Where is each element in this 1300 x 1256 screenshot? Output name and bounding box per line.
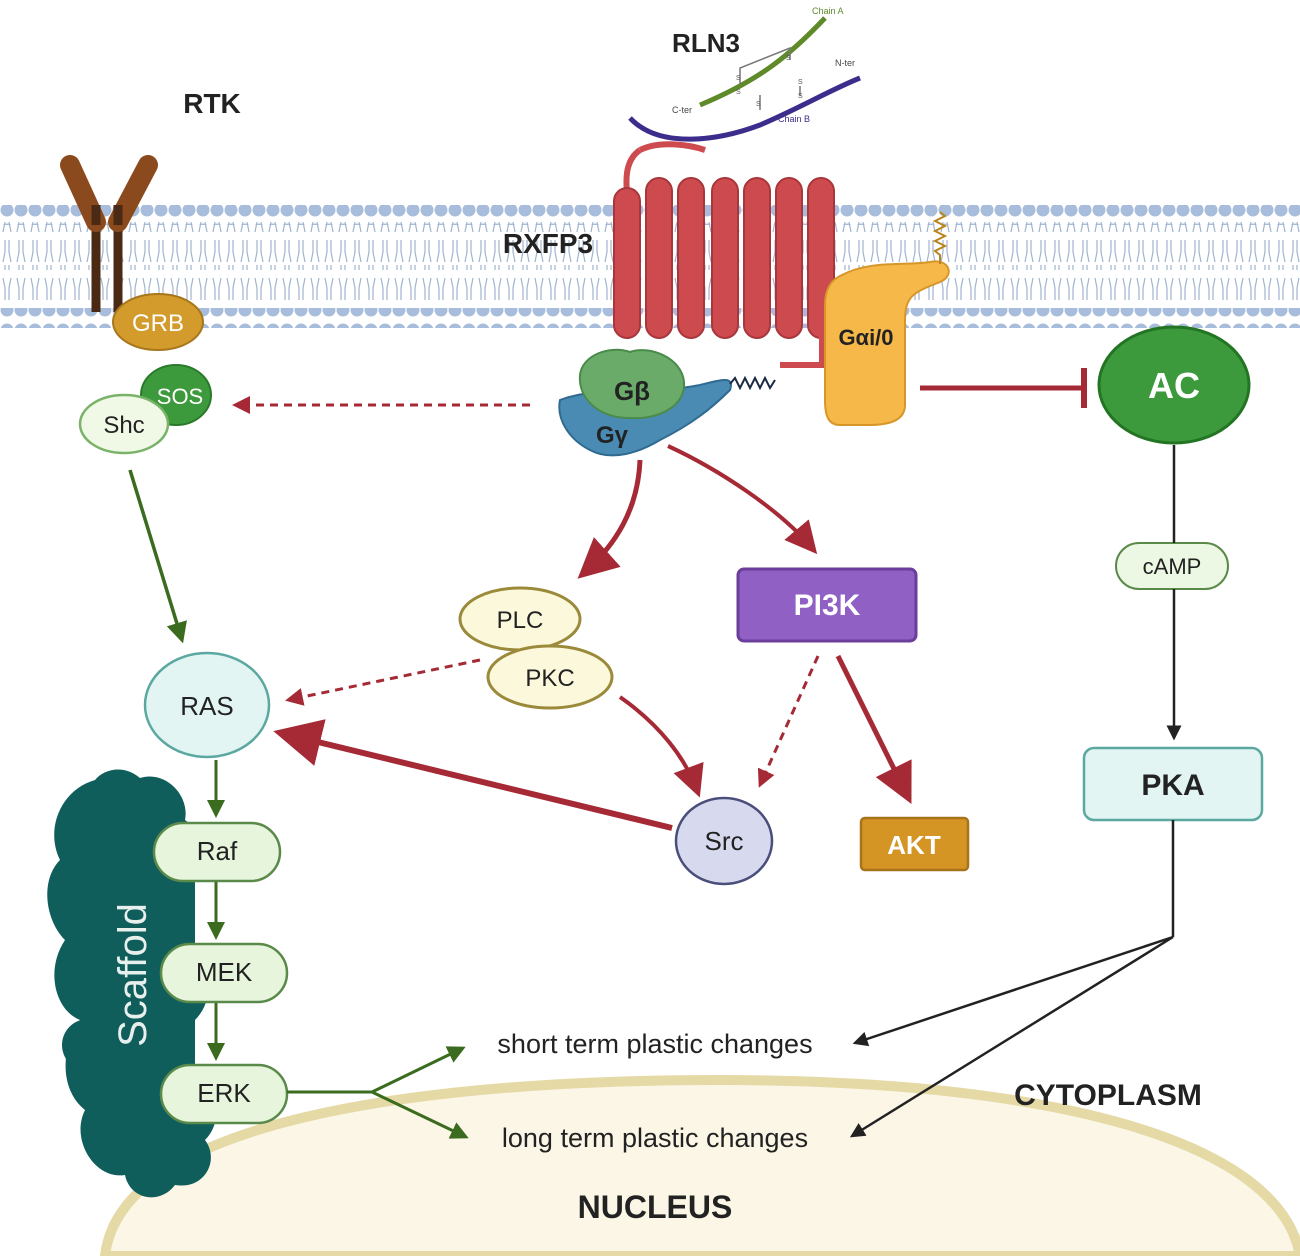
arrow-shc-ras	[128, 469, 187, 644]
arrow-erk-short-term	[371, 1046, 466, 1094]
n-ter-label: N-ter	[835, 58, 855, 68]
short-term-label: short term plastic changes	[497, 1029, 812, 1059]
raf-node	[152, 821, 282, 883]
c-ter-label: C-ter	[672, 105, 692, 115]
rtk-label: RTK	[183, 88, 241, 119]
arrow-src-ras	[273, 719, 673, 831]
arrow-gbg-pi3k	[667, 444, 818, 555]
long-term-label: long term plastic changes	[502, 1123, 808, 1153]
src-node	[674, 796, 774, 886]
arrow-pkc-src	[618, 695, 704, 798]
erk-node	[159, 1063, 289, 1125]
arrow-pi3k-akt	[835, 654, 912, 804]
pkc-node	[486, 644, 614, 710]
rxfp3-receptor	[613, 141, 835, 368]
cytoplasm-label: CYTOPLASM	[1014, 1079, 1202, 1112]
mek-node	[159, 942, 289, 1004]
camp-label: cAMP	[1143, 554, 1202, 579]
nucleus-label: NUCLEUS	[578, 1189, 733, 1225]
g-beta-subunit	[578, 348, 686, 420]
arrow-pka-short-term	[852, 935, 1174, 1047]
camp-node	[1115, 542, 1229, 590]
pi3k-label: PI3K	[794, 589, 861, 622]
arrow-erk-long-term	[371, 1090, 469, 1139]
pkc-label: PKC	[525, 665, 574, 692]
erk-label: ERK	[197, 1078, 251, 1108]
disulfide-s5: S	[798, 79, 803, 86]
ras-label: RAS	[180, 691, 233, 721]
disulfide-s1: S	[736, 75, 741, 82]
plc-label: PLC	[497, 607, 544, 634]
grb-label: GRB	[132, 310, 184, 337]
g-beta-label: Gβ	[614, 376, 650, 406]
mek-label: MEK	[196, 957, 253, 987]
g-alpha-subunit	[824, 260, 950, 426]
grb-node	[112, 293, 204, 351]
lipid-anchor-alpha	[932, 211, 948, 264]
rxfp3-label: RXFP3	[503, 228, 593, 259]
src-label: Src	[705, 826, 744, 856]
akt-label: AKT	[887, 830, 941, 860]
shc-label: Shc	[103, 412, 144, 439]
disulfide-s4: S	[756, 101, 761, 108]
arrow-gbg-plc	[577, 459, 643, 579]
disulfide-s6: S	[798, 93, 803, 100]
arrow-pi3k-src-dashed	[757, 655, 820, 788]
chain-a-label: Chain A	[812, 6, 844, 16]
g-gamma-label: Gγ	[596, 422, 629, 449]
arrow-pka-long-term	[849, 935, 1174, 1138]
akt-node	[859, 816, 970, 872]
pka-label: PKA	[1141, 769, 1204, 802]
disulfide-s2: S	[736, 89, 741, 96]
pi3k-node	[736, 567, 918, 643]
ras-node	[143, 651, 271, 759]
rtk-receptor	[60, 155, 158, 312]
rln3-label: RLN3	[672, 28, 740, 58]
sos-label: SOS	[157, 384, 203, 409]
shc-node	[78, 393, 170, 455]
ac-node	[1097, 325, 1251, 445]
rln3-peptide: Chain A Chain B C-ter N-ter S S S S S S	[628, 6, 861, 142]
disulfide-s3: S	[786, 55, 791, 62]
chain-b-label: Chain B	[778, 114, 810, 124]
ac-label: AC	[1148, 365, 1200, 406]
scaffold-label: Scaffold	[111, 903, 155, 1047]
g-alpha-label: Gαi/0	[838, 325, 893, 350]
arrow-pkc-ras-dashed	[285, 658, 481, 706]
lipid-anchor-beta-gamma	[729, 375, 776, 391]
raf-label: Raf	[197, 836, 238, 866]
